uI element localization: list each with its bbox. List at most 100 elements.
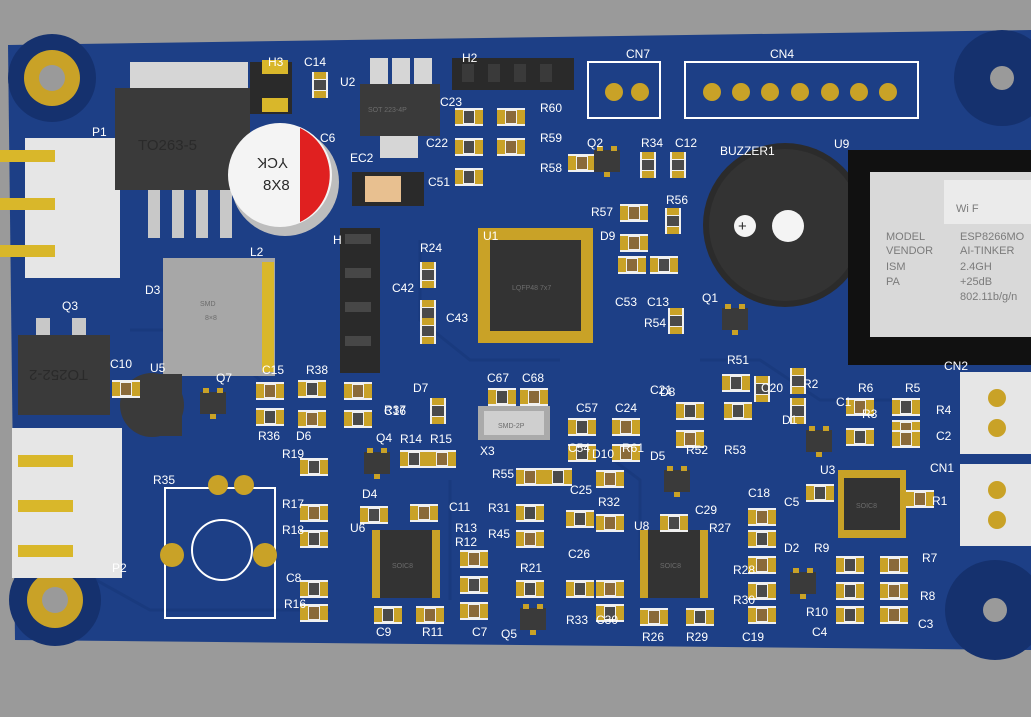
silk-label-u2: U2 xyxy=(340,75,356,89)
module-pa-value: +25dB xyxy=(960,276,992,288)
smd-passive xyxy=(420,318,436,344)
smd-passive xyxy=(460,550,488,568)
silk-label-q4: Q4 xyxy=(376,431,392,445)
silk-label-c20: C20 xyxy=(761,381,783,395)
electrolytic-cap-c6: YCK 8X8 xyxy=(228,123,339,236)
ic-u6: SOIC8 xyxy=(372,530,440,598)
smd-passive xyxy=(544,468,572,486)
smd-passive xyxy=(640,608,668,626)
silk-label-r4: R4 xyxy=(936,403,952,417)
silk-label-c68: C68 xyxy=(522,371,544,385)
connector-p1 xyxy=(0,138,120,278)
silk-label-r2: R2 xyxy=(803,377,819,391)
header-h1 xyxy=(340,228,380,373)
inductor-l2: SMD 8×8 xyxy=(163,258,275,376)
silk-label-r55: R55 xyxy=(492,467,514,481)
smd-passive xyxy=(416,606,444,624)
silk-label-r15: R15 xyxy=(430,432,452,446)
potentiometer-r35 xyxy=(160,475,277,619)
silk-label-c54: C54 xyxy=(568,441,590,455)
smd-passive xyxy=(748,556,776,574)
silk-label-c51: C51 xyxy=(428,175,450,189)
silk-label-cn4: CN4 xyxy=(770,47,794,61)
smd-passive xyxy=(748,530,776,548)
smd-passive xyxy=(620,204,648,222)
smd-passive xyxy=(880,556,908,574)
silk-label-c53: C53 xyxy=(615,295,637,309)
silk-label-h2: H2 xyxy=(462,51,478,65)
silk-label-c43: C43 xyxy=(446,311,468,325)
silk-label-u9: U9 xyxy=(834,137,850,151)
smd-passive xyxy=(298,410,326,428)
header-h2 xyxy=(452,58,574,90)
smd-passive xyxy=(906,490,934,508)
silk-label-c19: C19 xyxy=(742,630,764,644)
silk-label-r5: R5 xyxy=(905,381,921,395)
silk-label-r33: R33 xyxy=(566,613,588,627)
silk-label-r58: R58 xyxy=(540,161,562,175)
silk-label-c15: C15 xyxy=(262,363,284,377)
smd-passive xyxy=(300,458,328,476)
silk-label-cn7: CN7 xyxy=(626,47,650,61)
smd-passive xyxy=(298,380,326,398)
silk-label-q5: Q5 xyxy=(501,627,517,641)
smd-passive xyxy=(360,506,388,524)
smd-passive xyxy=(596,470,624,488)
silk-label-c13: C13 xyxy=(647,295,669,309)
silk-label-c4: C4 xyxy=(812,625,828,639)
silk-label-c18: C18 xyxy=(748,486,770,500)
capacitor-ec2 xyxy=(352,172,424,206)
silk-label-r34: R34 xyxy=(641,136,663,150)
connector-cn7 xyxy=(587,61,661,119)
silk-label-r28: R28 xyxy=(733,563,755,577)
smd-transistor xyxy=(364,448,390,479)
smd-passive xyxy=(344,382,372,400)
smd-passive xyxy=(488,388,516,406)
silk-label-d1: D1 xyxy=(782,413,798,427)
silk-label-r60: R60 xyxy=(540,101,562,115)
smd-passive xyxy=(428,450,456,468)
smd-passive xyxy=(790,368,806,394)
smd-passive xyxy=(748,508,776,526)
silk-label-d10: D10 xyxy=(592,447,614,461)
smd-passive xyxy=(892,398,920,416)
silk-label-c29: C29 xyxy=(695,503,717,517)
silk-label-r1: R1 xyxy=(932,494,948,508)
module-pa: PA xyxy=(886,276,901,288)
silk-label-r21: R21 xyxy=(520,561,542,575)
silk-label-r8: R8 xyxy=(920,589,936,603)
mounting-hole-br xyxy=(945,560,1031,660)
smd-transistor xyxy=(200,388,226,419)
module-vendor-value: AI-TINKER xyxy=(960,245,1014,257)
smd-passive xyxy=(676,430,704,448)
u1-label: LQFP48 7x7 xyxy=(512,285,551,292)
silk-label-d8: D8 xyxy=(660,385,676,399)
x3-label: SMD-2P xyxy=(498,423,525,430)
smd-passive xyxy=(300,580,328,598)
silk-label-d7: D7 xyxy=(413,381,429,395)
silk-label-q7: Q7 xyxy=(216,371,232,385)
smd-passive xyxy=(722,374,750,392)
smd-passive xyxy=(836,582,864,600)
silk-label-r3: R3 xyxy=(862,407,878,421)
silk-label-r45: R45 xyxy=(488,527,510,541)
smd-passive xyxy=(568,418,596,436)
smd-passive xyxy=(880,606,908,624)
smd-passive xyxy=(300,504,328,522)
silk-label-r14: R14 xyxy=(400,432,422,446)
smd-transistor xyxy=(790,568,816,599)
smd-passive xyxy=(455,138,483,156)
smd-passive xyxy=(460,602,488,620)
silk-label-c1: C1 xyxy=(836,395,852,409)
silk-label-r31: R31 xyxy=(488,501,510,515)
smd-transistor xyxy=(664,466,690,497)
silk-label-d3: D3 xyxy=(145,283,161,297)
smd-passive xyxy=(806,484,834,502)
connector-cn1 xyxy=(960,464,1031,546)
silk-label-c57: C57 xyxy=(576,401,598,415)
smd-passive xyxy=(455,168,483,186)
smd-passive xyxy=(300,530,328,548)
silk-label-x3: X3 xyxy=(480,444,495,458)
